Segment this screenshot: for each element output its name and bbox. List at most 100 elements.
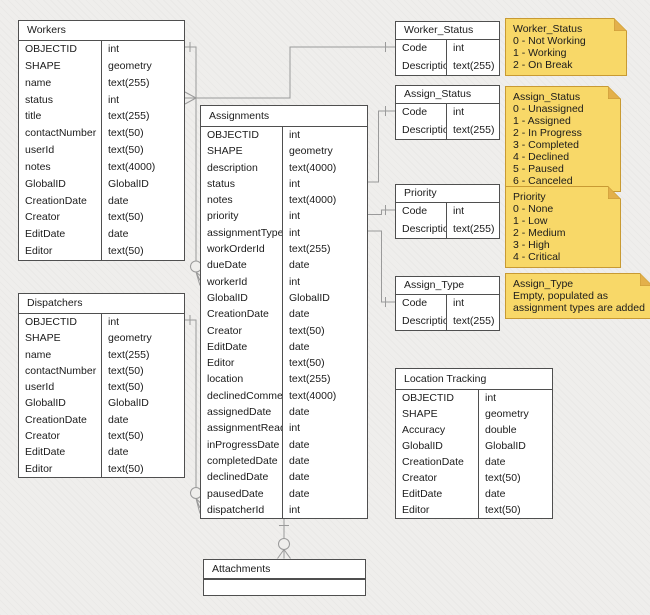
note-line: 0 - None xyxy=(513,203,554,215)
field-name: Description xyxy=(396,57,447,75)
field-type: int xyxy=(108,43,120,55)
field-name: OBJECTID xyxy=(19,314,102,331)
connector-line xyxy=(185,46,197,261)
table-title: Assign_Status xyxy=(396,86,499,104)
field-type: date xyxy=(289,454,310,467)
connector-assignments-attachments xyxy=(277,516,291,559)
field-name: GlobalID xyxy=(19,395,102,412)
field-name: notes xyxy=(19,158,102,176)
field-row: Description text(255) xyxy=(396,57,499,75)
field-type: date xyxy=(108,194,129,207)
field-type: geometry xyxy=(485,408,529,420)
field-name: Creator xyxy=(201,322,283,339)
field-type: text(50) xyxy=(289,324,325,337)
field-row: SHAPE geometry xyxy=(396,406,552,422)
field-type: text(4000) xyxy=(289,389,337,402)
field-name: Creator xyxy=(19,428,102,445)
table-title: Attachments xyxy=(204,560,365,579)
field-name: SHAPE xyxy=(19,57,102,75)
field-name: SHAPE xyxy=(396,406,479,422)
field-type: date xyxy=(289,471,310,484)
field-type: text(255) xyxy=(453,123,495,136)
folded-corner-icon xyxy=(640,273,650,286)
field-type: text(255) xyxy=(108,76,150,89)
table-title: Workers xyxy=(19,21,184,41)
note-line: assignment types are added xyxy=(513,302,645,314)
field-name: location xyxy=(201,371,283,388)
field-type: text(255) xyxy=(453,314,495,327)
connector-line xyxy=(196,46,395,99)
note-line: 1 - Assigned xyxy=(513,115,571,127)
field-type: date xyxy=(289,308,310,321)
field-name: CreationDate xyxy=(19,192,102,210)
field-type: text(50) xyxy=(108,245,144,258)
field-type: GlobalID xyxy=(289,291,330,304)
field-type: geometry xyxy=(289,145,333,158)
field-type: date xyxy=(108,228,129,241)
connector-line xyxy=(368,110,395,183)
field-type: double xyxy=(485,424,517,436)
note-line: 2 - Medium xyxy=(513,227,566,239)
field-name: status xyxy=(19,91,102,109)
field-type: int xyxy=(453,297,465,309)
note-line: 2 - On Break xyxy=(513,59,573,71)
field-name: name xyxy=(19,74,102,92)
field-name: GlobalID xyxy=(396,438,479,454)
field-type: text(255) xyxy=(453,59,495,72)
field-name: userId xyxy=(19,142,102,159)
field-type: text(255) xyxy=(453,222,495,235)
field-name: OBJECTID xyxy=(201,127,283,144)
field-name: workerId xyxy=(201,273,283,290)
field-name: dispatcherId xyxy=(201,501,283,519)
field-type: date xyxy=(289,340,310,353)
field-type: GlobalID xyxy=(108,177,149,190)
note-line: Assign_Status xyxy=(513,91,581,103)
field-type: text(4000) xyxy=(289,161,337,174)
field-name: Code xyxy=(396,104,447,122)
field-type: text(50) xyxy=(108,430,144,443)
field-row: workerId int xyxy=(201,273,367,290)
folded-corner-icon xyxy=(608,186,621,199)
note-line: 0 - Not Working xyxy=(513,35,586,47)
field-name: assignedDate xyxy=(201,404,283,421)
folded-corner-icon xyxy=(614,18,627,31)
field-row: dispatcherId int xyxy=(201,501,367,519)
field-row: Creator text(50) xyxy=(201,322,367,339)
field-name: declinedComment xyxy=(201,387,283,405)
field-type: text(4000) xyxy=(108,160,156,173)
field-name: CreationDate xyxy=(396,454,479,470)
note-line: Worker_Status xyxy=(513,23,583,35)
field-name: OBJECTID xyxy=(19,41,102,58)
table-priority: PriorityCodeintDescriptiontext(255) xyxy=(395,184,500,239)
note-line: 5 - Paused xyxy=(513,163,564,175)
field-row: Descriptiontext(255) xyxy=(396,121,499,139)
field-type: int xyxy=(289,275,301,288)
field-type: int xyxy=(289,503,301,516)
field-name: assignmentType xyxy=(201,224,283,242)
connector-assignments-assign-status xyxy=(368,106,395,183)
field-name: pausedDate xyxy=(201,485,283,502)
field-row: Descriptiontext(255) xyxy=(396,220,499,238)
